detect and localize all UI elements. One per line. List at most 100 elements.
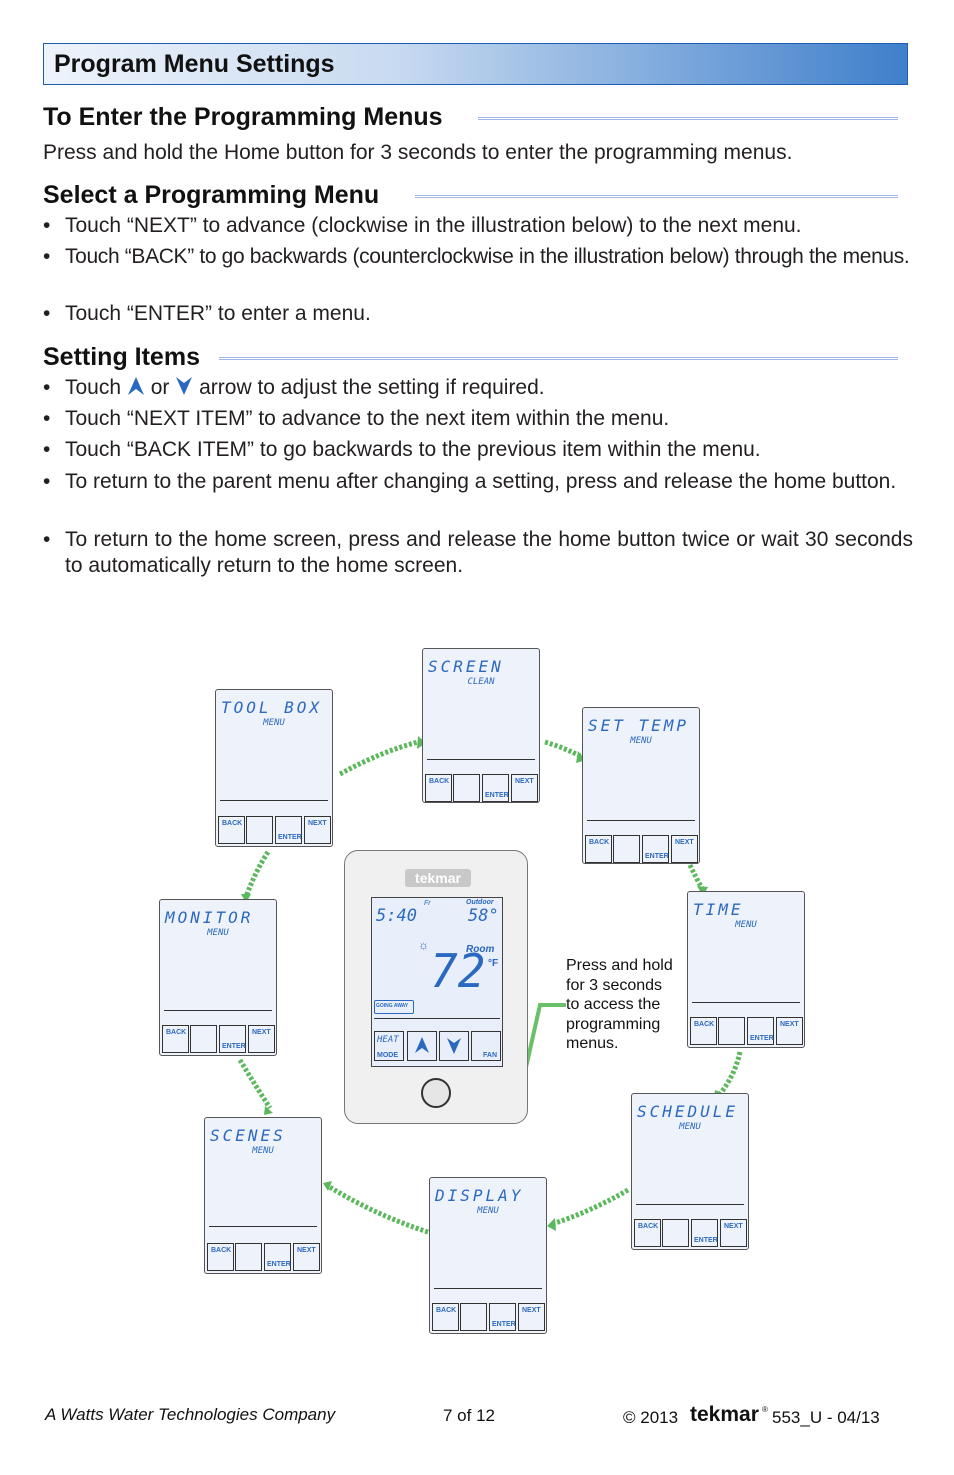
- up-arrow-icon: [127, 377, 144, 395]
- back-label: BACK: [166, 1029, 187, 1036]
- enter-button[interactable]: ENTER: [489, 1303, 516, 1331]
- screen-title: MONITOR: [165, 908, 254, 927]
- next-label: NEXT: [308, 820, 327, 827]
- bullet-text-mid: or: [150, 376, 170, 399]
- back-button[interactable]: BACK: [218, 816, 245, 844]
- arrowhead-icon: [241, 894, 251, 903]
- down-arrow-icon: [176, 377, 193, 395]
- bullet-dot: •: [43, 245, 51, 268]
- enter-text: Press and hold the Home button for 3 sec…: [43, 141, 793, 164]
- screen-title: SET TEMP: [588, 716, 690, 735]
- next-button[interactable]: NEXT: [671, 835, 698, 863]
- bullet-text: Touch or arrow to adjust the setting if …: [65, 375, 913, 401]
- screen-title: TOOL BOX: [221, 698, 323, 717]
- down-button[interactable]: [439, 1031, 469, 1061]
- next-label: NEXT: [675, 839, 694, 846]
- going-away-label: GOING AWAY: [376, 1003, 409, 1009]
- outdoor-temp: 58°: [468, 906, 499, 926]
- blank-button[interactable]: [460, 1303, 487, 1331]
- mode-label: MODE: [377, 1052, 398, 1059]
- blank-button[interactable]: [613, 835, 640, 863]
- home-button[interactable]: [421, 1078, 451, 1108]
- bullet-text: Touch “NEXT” to advance (clockwise in th…: [65, 214, 802, 237]
- bullet-text: Touch “BACK ITEM” to go backwards to the…: [65, 438, 761, 461]
- enter-label: ENTER: [750, 1035, 774, 1042]
- blank-button[interactable]: [662, 1219, 689, 1247]
- back-button[interactable]: BACK: [634, 1219, 661, 1247]
- divider: [636, 1204, 744, 1205]
- screen-subtitle: MENU: [263, 718, 285, 728]
- next-label: NEXT: [522, 1307, 541, 1314]
- divider: [427, 759, 535, 760]
- thermostat-display: Fr Outdoor 5:40 58° ☼ Room 72 °F GOING A…: [371, 897, 503, 1067]
- screen-subtitle: MENU: [679, 1122, 701, 1132]
- heading-select-menu: Select a Programming Menu: [43, 181, 380, 209]
- blank-button[interactable]: [235, 1243, 262, 1271]
- back-label: BACK: [222, 820, 243, 827]
- arrowhead-icon: [417, 736, 426, 749]
- heading-setting-items: Setting Items: [43, 343, 200, 371]
- enter-label: ENTER: [645, 853, 669, 860]
- blank-button[interactable]: [453, 774, 480, 802]
- room-label: Room: [466, 944, 495, 955]
- time-readout: 5:40: [376, 906, 417, 926]
- enter-button[interactable]: ENTER: [642, 835, 669, 863]
- blank-button[interactable]: [246, 816, 273, 844]
- next-label: NEXT: [297, 1247, 316, 1254]
- enter-button[interactable]: ENTER: [747, 1017, 774, 1045]
- enter-button[interactable]: ENTER: [275, 816, 302, 844]
- back-button[interactable]: BACK: [207, 1243, 234, 1271]
- footer-copyright: © 2013: [623, 1408, 679, 1427]
- next-button[interactable]: NEXT: [248, 1025, 275, 1053]
- back-label: BACK: [429, 778, 450, 785]
- enter-label: ENTER: [222, 1043, 246, 1050]
- enter-button[interactable]: ENTER: [482, 774, 509, 802]
- back-button[interactable]: BACK: [162, 1025, 189, 1053]
- menu-screen-display: DISPLAY MENU BACK ENTER NEXT: [429, 1177, 547, 1334]
- screen-title: DISPLAY: [435, 1186, 524, 1205]
- arrowhead-icon: [264, 1106, 273, 1115]
- cycle-arrow: [338, 739, 419, 777]
- mode-value: HEAT: [377, 1035, 399, 1045]
- page-number: 7 of 12: [443, 1406, 495, 1425]
- next-label: NEXT: [724, 1223, 743, 1230]
- divider: [434, 1288, 542, 1289]
- mode-button[interactable]: HEAT MODE: [374, 1031, 404, 1061]
- enter-button[interactable]: ENTER: [219, 1025, 246, 1053]
- next-label: NEXT: [252, 1029, 271, 1036]
- next-button[interactable]: NEXT: [511, 774, 538, 802]
- bullet-text: Touch “ENTER” to enter a menu.: [65, 302, 371, 325]
- next-button[interactable]: NEXT: [776, 1017, 803, 1045]
- blank-button[interactable]: [718, 1017, 745, 1045]
- bullet-text: Touch “BACK” to go backwards (counterclo…: [65, 245, 910, 268]
- bullet-text: Touch “NEXT ITEM” to advance to the next…: [65, 407, 670, 430]
- back-button[interactable]: BACK: [432, 1303, 459, 1331]
- enter-button[interactable]: ENTER: [264, 1243, 291, 1271]
- list-item: • Touch or arrow to adjust the setting i…: [43, 375, 913, 401]
- next-button[interactable]: NEXT: [518, 1303, 545, 1331]
- blank-button[interactable]: [190, 1025, 217, 1053]
- cycle-arrow: [237, 1058, 273, 1110]
- enter-button[interactable]: ENTER: [691, 1219, 718, 1247]
- enter-label: ENTER: [485, 792, 509, 799]
- list-item: • Touch “NEXT” to advance (clockwise in …: [43, 213, 913, 239]
- divider: [587, 820, 695, 821]
- back-button[interactable]: BACK: [690, 1017, 717, 1045]
- next-button[interactable]: NEXT: [304, 816, 331, 844]
- screen-subtitle: MENU: [477, 1206, 499, 1216]
- screen-subtitle: MENU: [207, 928, 229, 938]
- menu-screen-schedule: SCHEDULE MENU BACK ENTER NEXT: [631, 1093, 749, 1250]
- going-away-button[interactable]: GOING AWAY: [374, 1000, 414, 1014]
- divider: [164, 1010, 272, 1011]
- up-button[interactable]: [407, 1031, 437, 1061]
- fan-button[interactable]: FAN: [471, 1031, 501, 1061]
- screen-subtitle: MENU: [630, 736, 652, 746]
- back-button[interactable]: BACK: [585, 835, 612, 863]
- next-button[interactable]: NEXT: [293, 1243, 320, 1271]
- back-label: BACK: [694, 1021, 715, 1028]
- menu-screen-tool-box: TOOL BOX MENU BACK ENTER NEXT: [215, 689, 333, 847]
- back-button[interactable]: BACK: [425, 774, 452, 802]
- next-button[interactable]: NEXT: [720, 1219, 747, 1247]
- divider: [220, 800, 328, 801]
- list-item: • Touch “ENTER” to enter a menu.: [43, 301, 913, 327]
